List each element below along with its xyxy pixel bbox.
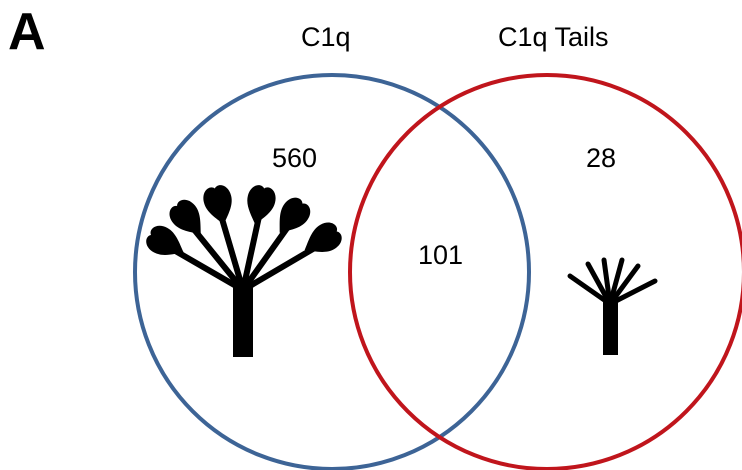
c1q-tails-icon: [567, 257, 658, 355]
c1q-tails-only-count: 28: [586, 143, 617, 173]
c1q-circle: [133, 73, 531, 470]
c1q-bouquet-icon: [146, 185, 342, 357]
c1q-tails-set-label: C1q Tails: [498, 22, 609, 52]
intersection-count: 101: [418, 240, 464, 270]
c1q-only-count: 560: [272, 143, 318, 173]
panel-letter: A: [8, 3, 46, 61]
c1q-set-label: C1q: [301, 22, 351, 52]
c1q-tails-circle: [348, 73, 742, 470]
